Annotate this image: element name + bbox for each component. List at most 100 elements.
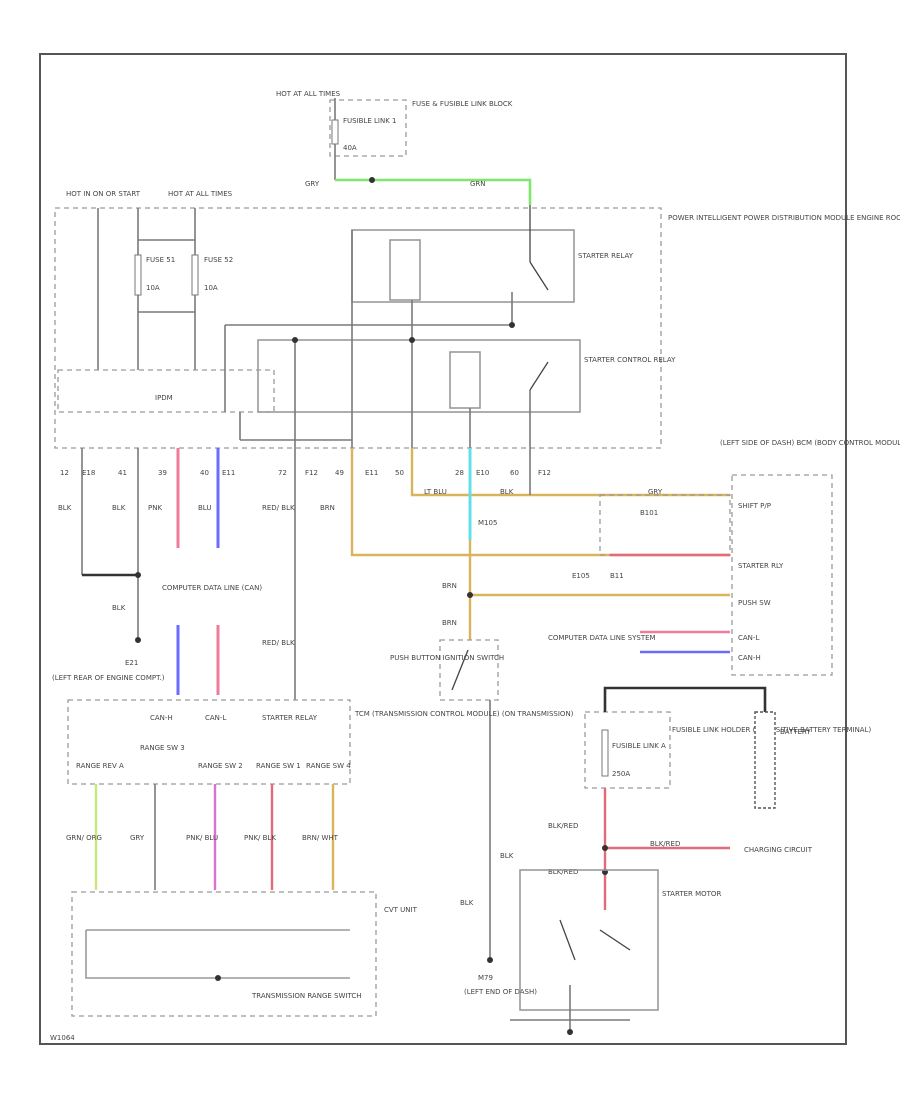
pin-41: 41 <box>118 469 127 477</box>
trans-range-contact <box>215 975 221 981</box>
label-red-blk-a: RED/ BLK <box>262 504 295 512</box>
label-fuse52: FUSE 52 <box>204 256 233 264</box>
label-m105: M105 <box>478 519 497 527</box>
label-push-sw: PUSH SW <box>738 599 771 607</box>
label-amp-10a: 10A <box>146 284 160 292</box>
label-tcm-starter: STARTER RELAY <box>262 714 318 722</box>
label-pnk-a: PNK <box>148 504 162 512</box>
pin-e18: E18 <box>82 469 95 477</box>
splice-ipdm-c <box>509 322 515 328</box>
pin-28: 28 <box>455 469 464 477</box>
label-blk-d: BLK <box>500 488 514 496</box>
splice-ipdm-b <box>409 337 415 343</box>
label-blk-red-a: BLK/RED <box>548 822 578 830</box>
battery-symbol <box>754 711 776 809</box>
pin-72: 72 <box>278 469 287 477</box>
starter-control-relay-coil <box>449 351 481 409</box>
label-starter-rly: STARTER RLY <box>738 562 784 570</box>
label-starter-relay: STARTER RELAY <box>578 252 634 260</box>
splice-gry-grn <box>369 177 375 183</box>
ground-m79 <box>487 957 493 963</box>
pin-f12: F12 <box>305 469 318 477</box>
fuse-51 <box>134 254 142 296</box>
label-grn-top: GRN <box>470 180 486 188</box>
label-amp-40: 40A <box>343 144 357 152</box>
label-amp-250: 250A <box>612 770 630 778</box>
label-comp-data1: COMPUTER DATA LINE (CAN) <box>162 584 262 592</box>
label-battery: BATTERY <box>780 728 811 736</box>
label-gry-bcm: GRY <box>648 488 663 496</box>
label-blk-a: BLK <box>58 504 72 512</box>
label-grn-org: GRN/ ORG <box>66 834 102 842</box>
label-range-sw3: RANGE SW 3 <box>140 744 185 752</box>
ground-e21 <box>135 637 141 643</box>
label-blk-e: BLK <box>500 852 514 860</box>
label-blk-red-c: BLK/RED <box>548 868 578 876</box>
splice-brn <box>467 592 473 598</box>
pin-e11: E11 <box>222 469 235 477</box>
label-cvt-unit: CVT UNIT <box>384 906 418 914</box>
label-brn-c: BRN <box>442 619 457 627</box>
label-starter-control-relay: STARTER CONTROL RELAY <box>584 356 676 364</box>
pin-40: 40 <box>200 469 209 477</box>
pin-49: 49 <box>335 469 344 477</box>
label-blk-c: BLK <box>112 604 126 612</box>
label-range-sw2: RANGE SW 2 <box>198 762 243 770</box>
pin-e11b: E11 <box>365 469 378 477</box>
label-e21: E21 <box>125 659 138 667</box>
pin-50: 50 <box>395 469 404 477</box>
pin-39: 39 <box>158 469 167 477</box>
pin-12: 12 <box>60 469 69 477</box>
fusible-link-a <box>601 729 609 777</box>
label-starter-motor: STARTER MOTOR <box>662 890 721 898</box>
trans-range-switch <box>85 929 350 979</box>
label-hot-run: HOT IN ON OR START <box>66 190 141 198</box>
label-canh: CAN-H <box>738 654 761 662</box>
label-charging: CHARGING CIRCUIT <box>744 846 813 854</box>
label-fuse-block: FUSE & FUSIBLE LINK BLOCK <box>412 100 513 108</box>
pin-e10: E10 <box>476 469 489 477</box>
label-e105: E105 <box>572 572 590 580</box>
label-hot-all: HOT AT ALL TIMES <box>168 190 233 198</box>
label-brn-b: BRN <box>442 582 457 590</box>
label-fusible-link1: FUSIBLE LINK 1 <box>343 117 396 125</box>
label-gry-top: GRY <box>305 180 320 188</box>
label-red-blk-b: RED/ BLK <box>262 639 295 647</box>
starter-relay-box <box>351 229 575 303</box>
splice-charging <box>602 845 608 851</box>
label-brn-wht: BRN/ WHT <box>302 834 339 842</box>
label-tcm: TCM (TRANSMISSION CONTROL MODULE) (ON TR… <box>354 710 574 718</box>
label-left-side: (LEFT SIDE OF DASH) BCM (BODY CONTROL MO… <box>720 439 900 447</box>
label-ipdm: POWER INTELLIGENT POWER DISTRIBUTION MOD… <box>668 214 900 222</box>
label-blk-f: BLK <box>460 899 474 907</box>
label-footer: W1064 <box>50 1034 75 1042</box>
tcm-box <box>67 699 351 785</box>
fuse-52 <box>191 254 199 296</box>
label-b11: B11 <box>610 572 624 580</box>
pin-60: 60 <box>510 469 519 477</box>
fusible-link1 <box>331 119 339 145</box>
ipdm-cpu-box <box>57 369 275 413</box>
bcm-box <box>731 474 833 676</box>
label-pnk-blk: PNK/ BLK <box>244 834 276 842</box>
fuse-block-box <box>329 99 407 157</box>
label-hot-top: HOT AT ALL TIMES <box>276 90 341 98</box>
label-m79: M79 <box>478 974 493 982</box>
wire-blk-battery <box>603 686 767 712</box>
starter-motor-box <box>519 869 659 1011</box>
wire-brn-b <box>410 448 730 497</box>
ground-starter <box>567 1029 573 1035</box>
label-ipdm-cpu: IPDM <box>155 394 173 402</box>
label-b101: B101 <box>640 509 658 517</box>
label-lt-blu: LT BLU <box>424 488 447 496</box>
label-canl: CAN-L <box>738 634 759 642</box>
splice-blk <box>135 572 141 578</box>
label-tcm-canl: CAN-L <box>205 714 226 722</box>
starter-control-relay-box <box>257 339 581 413</box>
label-tcm-canh: CAN-H <box>150 714 173 722</box>
splice-ipdm-a <box>292 337 298 343</box>
label-blu-a: BLU <box>198 504 211 512</box>
push-button-box <box>439 639 499 701</box>
wire-brn-c <box>468 540 730 640</box>
